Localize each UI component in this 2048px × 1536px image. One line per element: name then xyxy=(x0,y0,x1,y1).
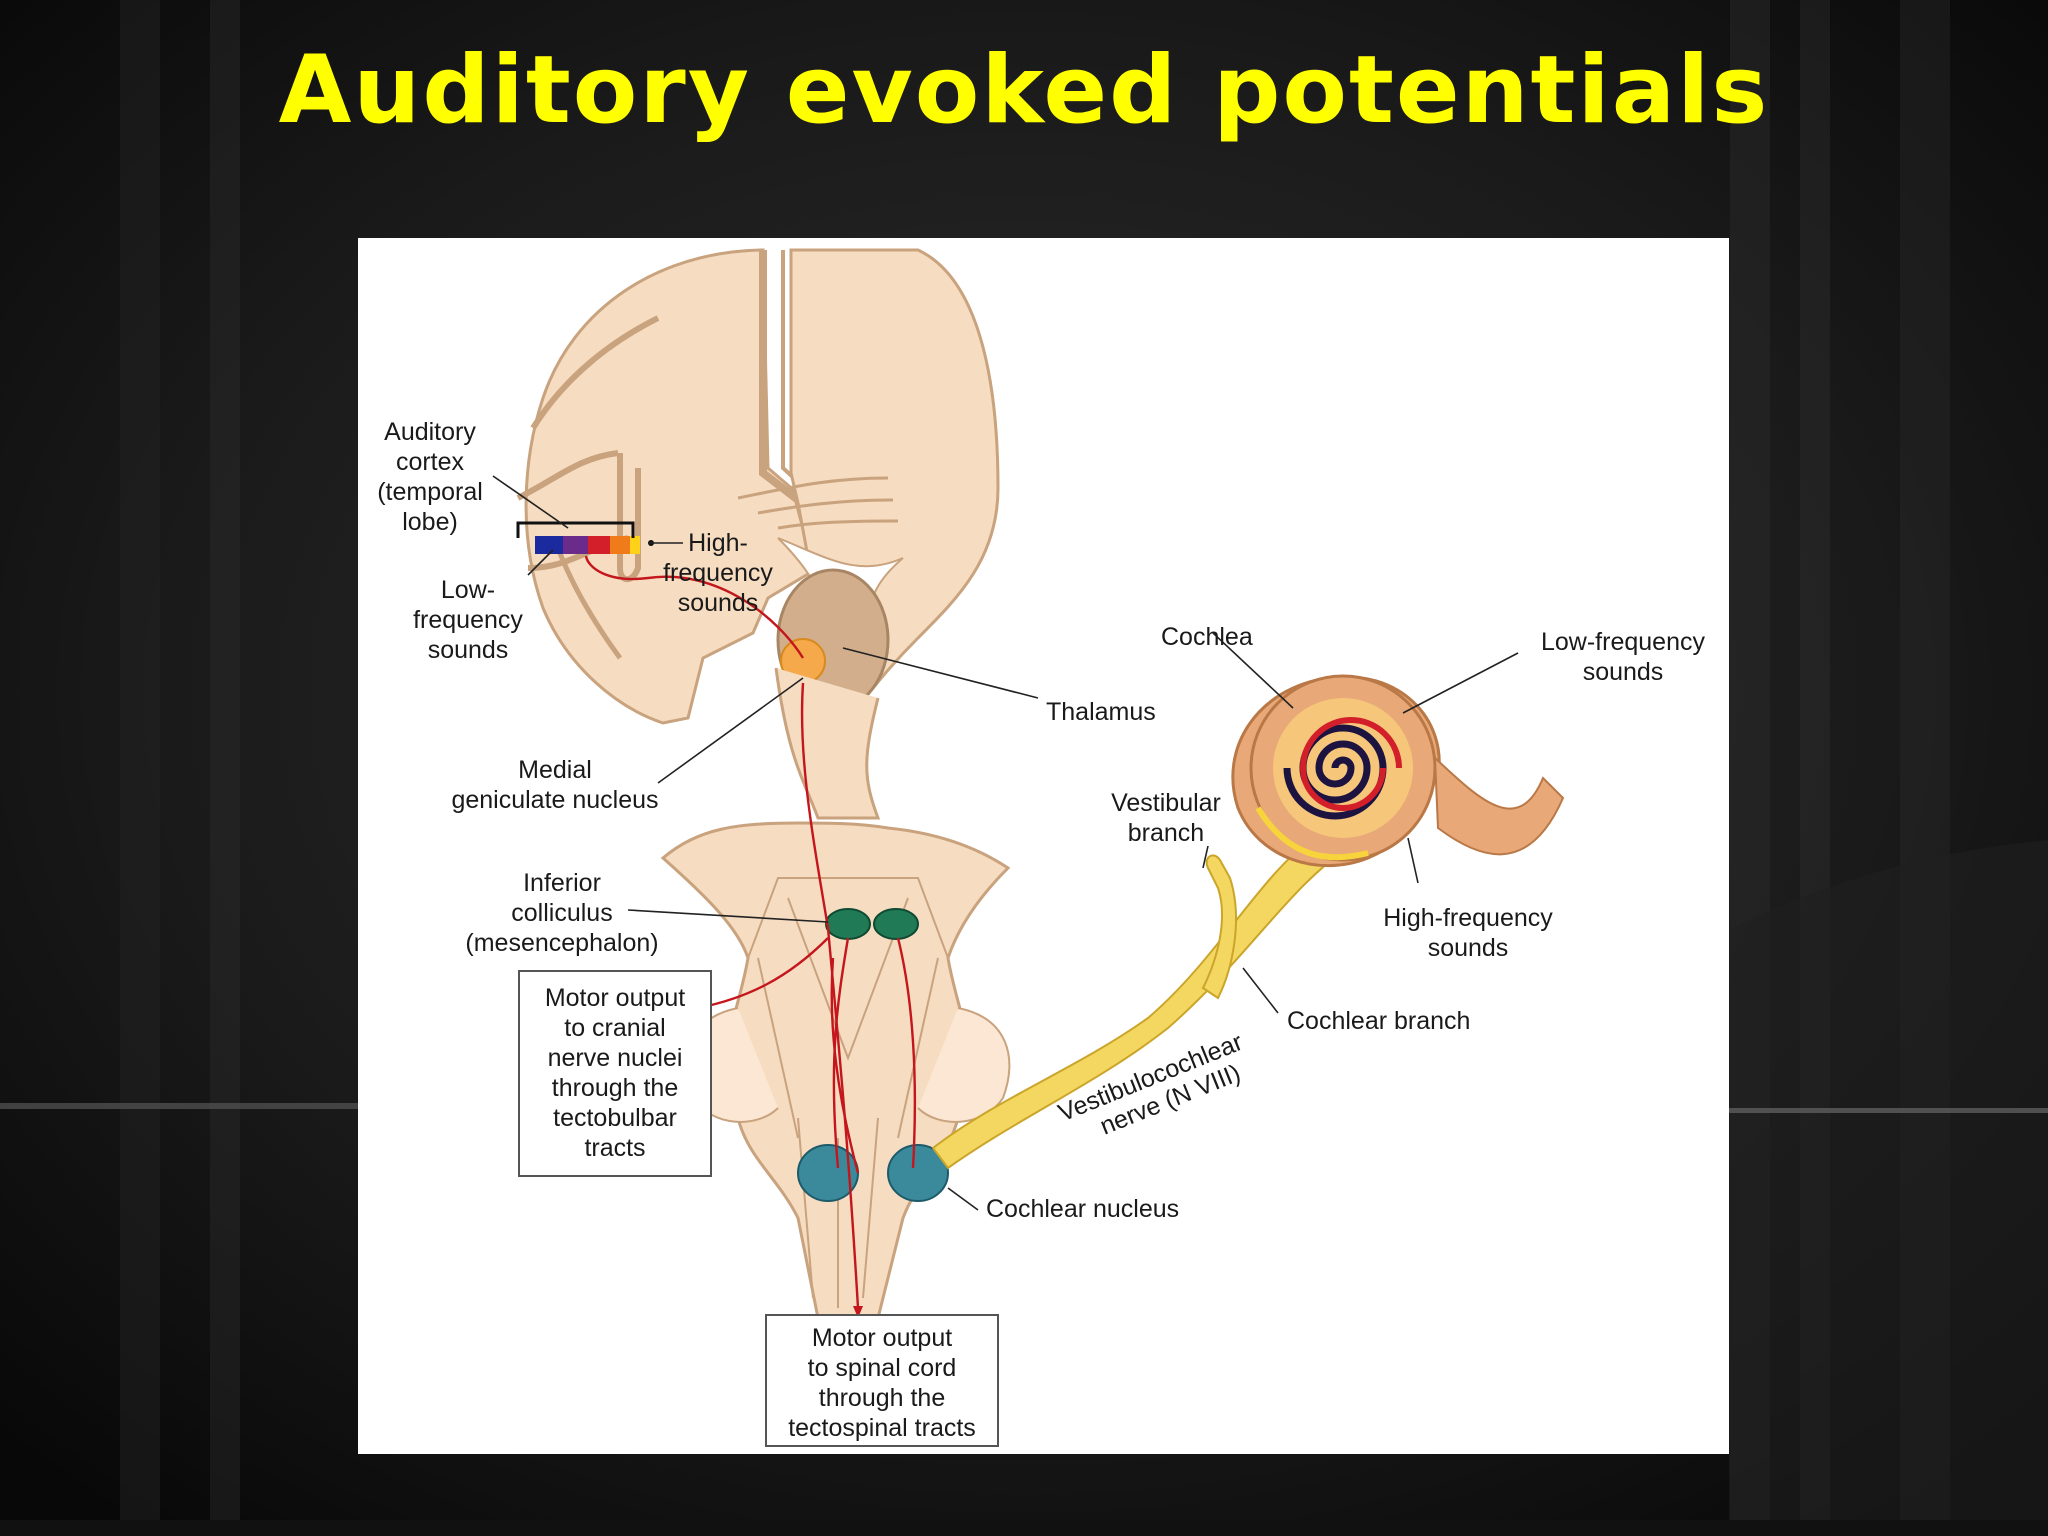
cochlear-nucleus-right xyxy=(887,1144,949,1202)
cochlea xyxy=(1231,674,1565,868)
auditory-tracts xyxy=(584,555,917,1318)
right-hemisphere xyxy=(737,248,1000,820)
label-cochlear-nucleus: Cochlear nucleus xyxy=(986,1195,1179,1223)
label-cochlea: Cochlea xyxy=(1161,623,1253,651)
label-cochlear-branch: Cochlear branch xyxy=(1287,1007,1470,1035)
label-vestibulocochlear-nerve: Vestibulocochlearnerve (N VIII) xyxy=(1054,1028,1257,1153)
inferior-colliculus-right xyxy=(873,908,919,940)
slide-title: Auditory evoked potentials xyxy=(278,36,1770,145)
cerebral-hemisphere xyxy=(516,248,830,725)
label-thalamus: Thalamus xyxy=(1046,698,1156,726)
leader-lines xyxy=(492,475,1519,1211)
inferior-colliculus-left xyxy=(825,908,871,940)
